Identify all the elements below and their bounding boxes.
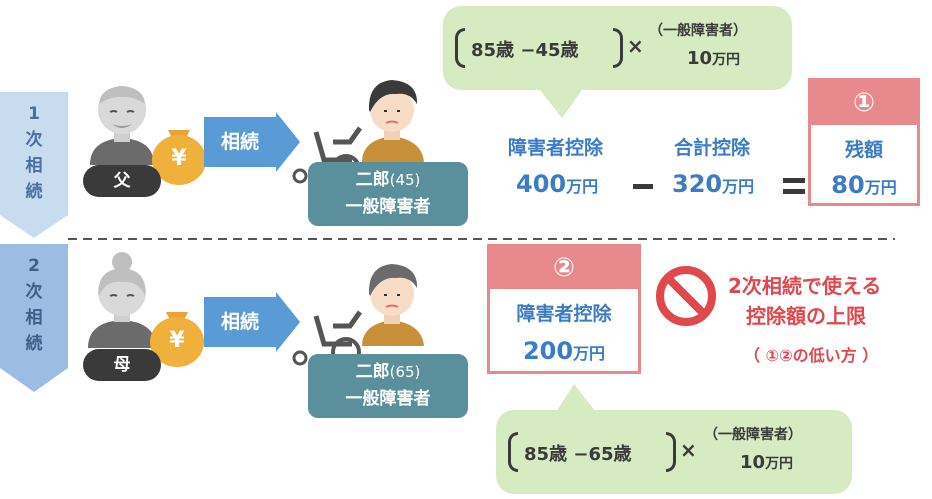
inherit-arrow-head <box>276 292 300 352</box>
heir-icon <box>362 264 424 346</box>
row2-value: 200万円 <box>522 337 606 365</box>
mother-label: 母 <box>83 349 161 381</box>
formula-1-bubble: 85歳 −45歳 × （一般障害者） 10万円 <box>443 6 792 90</box>
inherit-label: 相続 <box>204 297 276 347</box>
paren-right <box>666 432 676 472</box>
inherit-arrow-head <box>276 112 300 172</box>
deduction-label: 障害者控除 <box>508 137 604 159</box>
equals-sign-bottom <box>783 189 805 194</box>
balance-label: 残額 <box>844 139 883 161</box>
limit-note: （ ①②の低い方 ） <box>744 346 879 365</box>
inherit-label: 相続 <box>204 117 276 167</box>
money-bag-icon <box>152 130 206 185</box>
total-value: 320万円 <box>672 170 755 198</box>
yen-symbol: ¥ <box>171 146 187 171</box>
wheelchair-icon <box>292 310 363 367</box>
paren-left <box>508 432 518 472</box>
limit-line-1: 2次相続で使える <box>728 274 882 298</box>
heir-icon <box>362 80 424 162</box>
limit-line-2: 控除額の上限 <box>746 304 866 328</box>
bubble-tail <box>540 90 582 118</box>
formula-2-bubble: 85歳 −65歳 × （一般障害者） 10万円 <box>496 410 852 494</box>
stage-1-arrow <box>0 92 68 238</box>
balance-box: ① 残額 80万円 <box>808 78 920 206</box>
row2-label: 障害者控除 <box>516 303 612 325</box>
equals-sign-top <box>783 178 805 183</box>
mother-icon <box>88 252 156 348</box>
prohibited-icon <box>656 266 716 326</box>
paren-right <box>613 28 623 68</box>
deduction-value: 400万円 <box>516 170 599 198</box>
father-icon <box>90 86 154 165</box>
yen-symbol: ¥ <box>169 328 185 353</box>
row2-number: ② <box>490 247 638 289</box>
total-label: 合計控除 <box>674 137 751 159</box>
row2-deduction-box: ② 障害者控除 200万円 <box>487 244 641 374</box>
father-label: 父 <box>83 165 161 197</box>
balance-value: 80万円 <box>831 171 897 199</box>
money-bag-icon <box>150 312 204 367</box>
stage-2-arrow <box>0 244 68 392</box>
bubble-tail <box>556 384 596 412</box>
heir-2-box: 二郎(65) 一般障害者 <box>308 354 468 418</box>
minus-sign <box>633 184 653 189</box>
paren-left <box>455 28 465 68</box>
balance-number: ① <box>811 81 917 125</box>
heir-1-box: 二郎(45) 一般障害者 <box>308 162 468 226</box>
